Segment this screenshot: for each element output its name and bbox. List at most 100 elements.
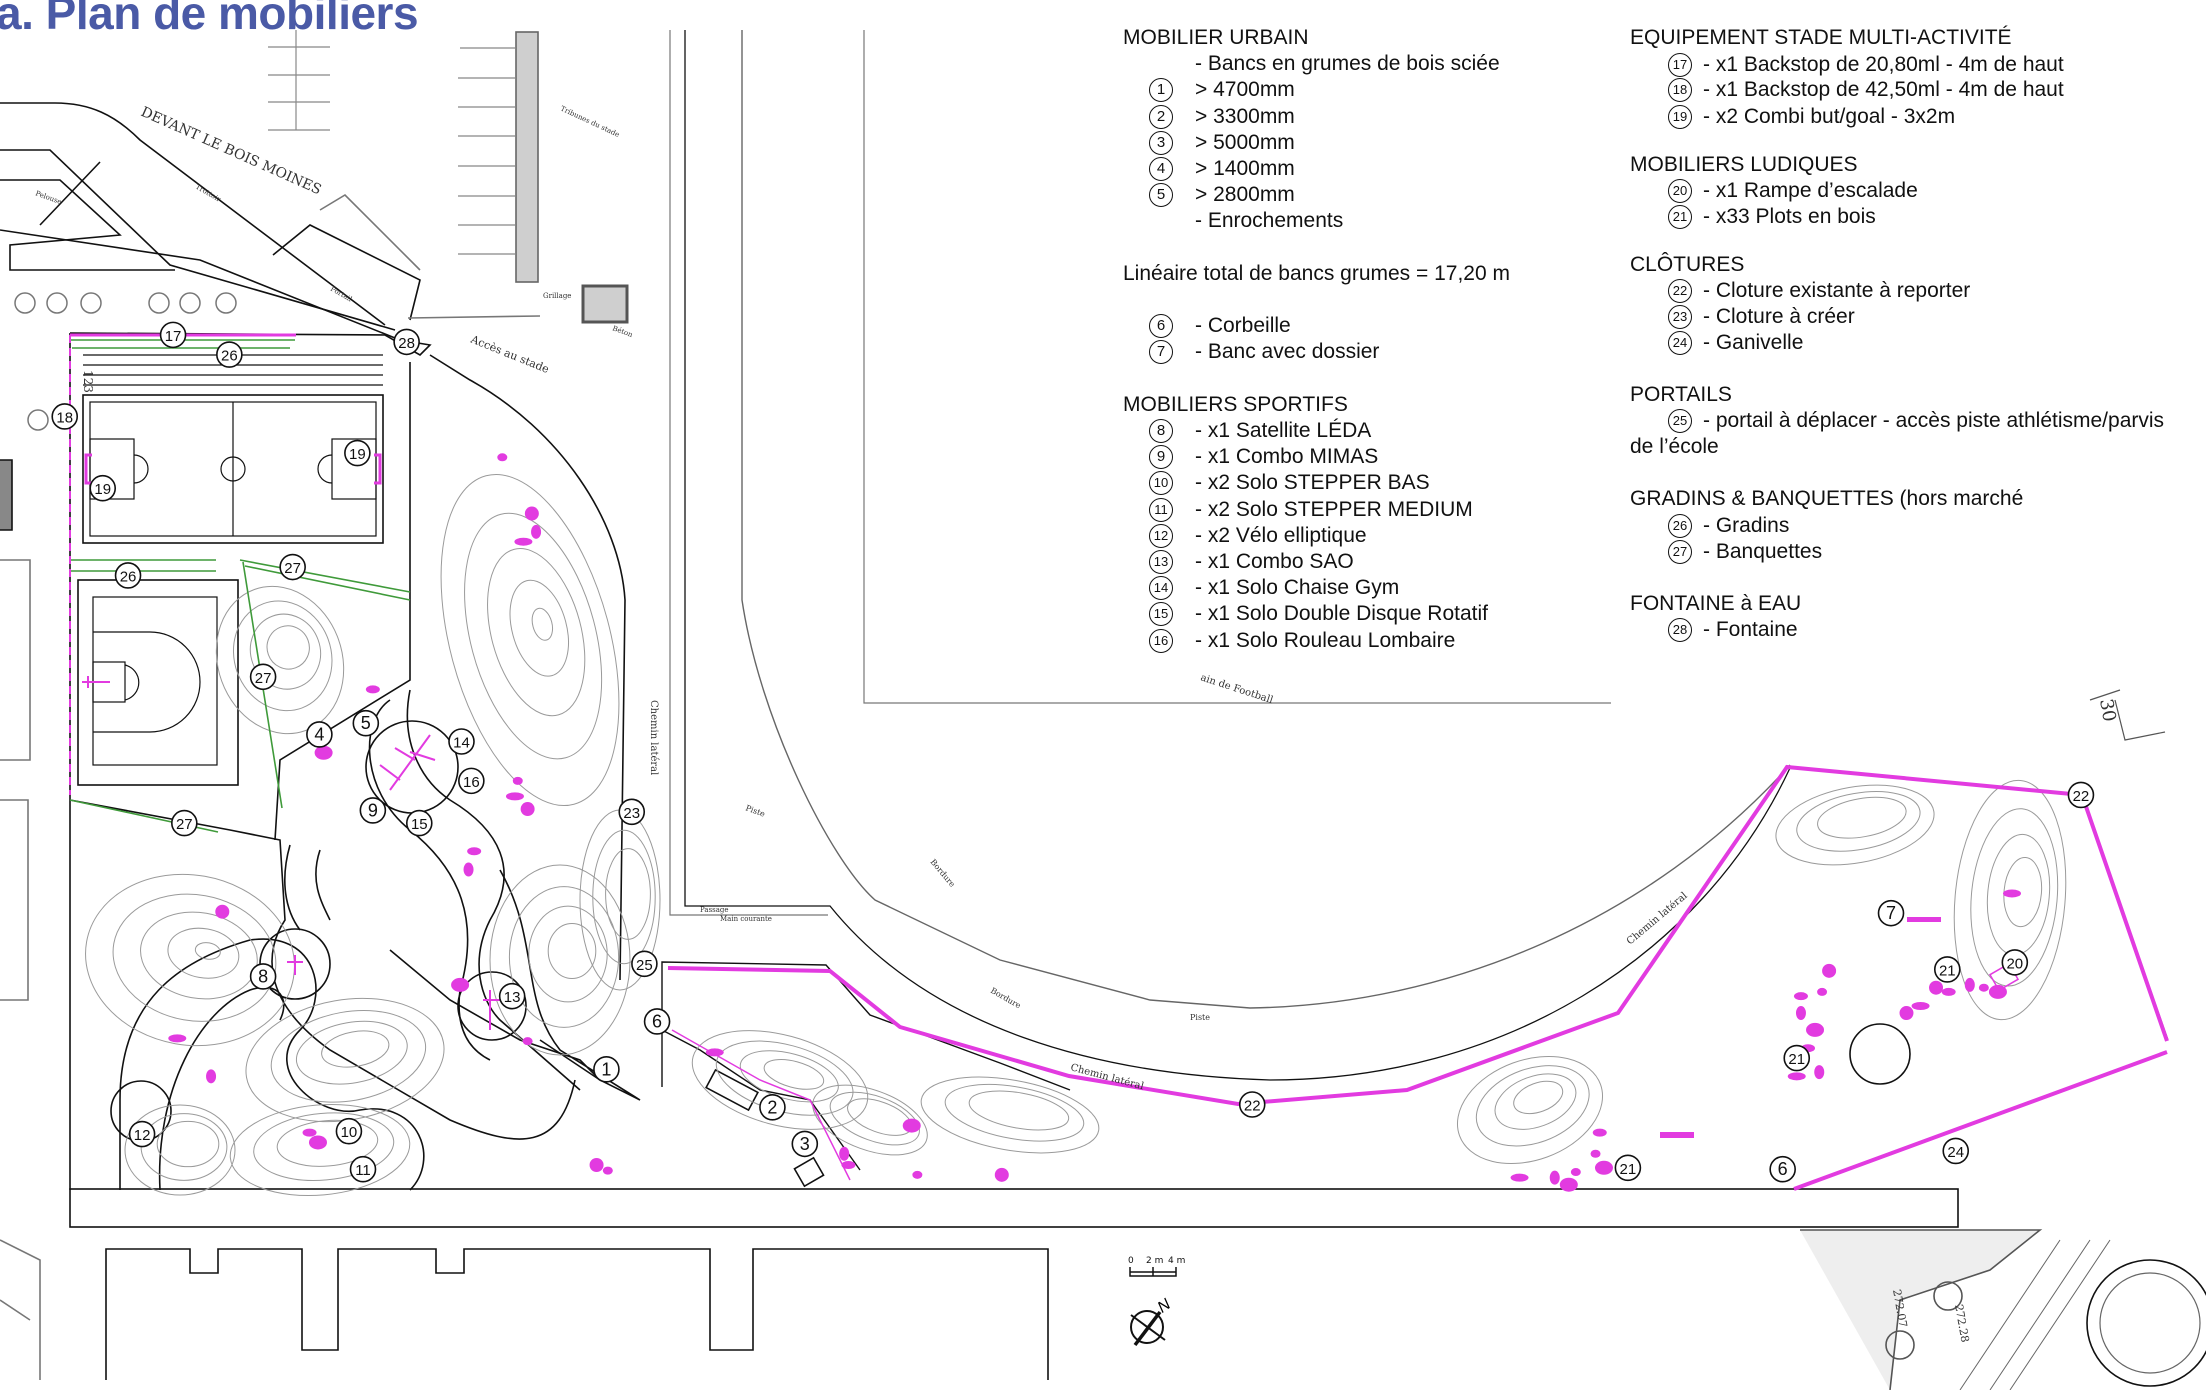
football-pitch [82, 394, 384, 544]
legend-item-text: - Cloture existante à reporter [1703, 279, 1971, 302]
plan-label-chemin1: Chemin latéral [648, 700, 659, 775]
rock-or-plot-marker [902, 1118, 921, 1133]
rock-or-plot-marker [314, 745, 333, 760]
marker-circle [631, 950, 658, 978]
tree-icon [1885, 1330, 1915, 1360]
marker-number: 26 [120, 568, 137, 585]
plan-label-portail: Portail [329, 285, 354, 304]
rock-or-plot-marker [839, 1146, 850, 1161]
contour-line [1775, 784, 1935, 866]
marker-circle [349, 1155, 377, 1183]
marker-circle [791, 1130, 819, 1158]
bottom-strip [69, 1188, 1959, 1228]
plan-marker: 20 [2001, 949, 2029, 976]
contour-line [232, 600, 333, 712]
marker-number: 18 [56, 409, 73, 426]
contour-line [1513, 1080, 1564, 1115]
track-outer-edge [684, 30, 1791, 1081]
contour-line [920, 1076, 1100, 1154]
plan-marker: 27 [279, 553, 306, 581]
legend-number-badge: 5 [1149, 183, 1173, 208]
marker-number: 20 [2006, 955, 2023, 972]
legend-item-text: - x1 Combo MIMAS [1195, 445, 1379, 469]
marker-number: 10 [341, 1124, 358, 1141]
path-edge [429, 354, 626, 981]
marker-circle [89, 474, 117, 502]
rock-or-plot-marker [1570, 1168, 1581, 1177]
rock-or-plot-marker [1806, 1022, 1825, 1037]
page-title: a. Plan de mobiliers [0, 0, 419, 39]
marker-number: 22 [1244, 1097, 1261, 1114]
legend-item-text: - x1 Solo Rouleau Lombaire [1195, 628, 1456, 652]
legend-number-badge: 6 [1149, 314, 1173, 339]
contour-line [2003, 856, 2043, 928]
plan-marker: 9 [359, 797, 387, 824]
legend-item-text: - x1 Backstop de 42,50ml - 4m de haut [1703, 78, 2064, 101]
plan-marker: 8 [249, 963, 277, 990]
marker-circle [306, 721, 333, 748]
rock-or-plot-marker [308, 1135, 327, 1150]
legend-number-badge: 21 [1668, 205, 1692, 229]
plan-marker: 16 [458, 767, 485, 795]
plan-marker: 14 [448, 728, 475, 755]
tree-row [14, 292, 237, 431]
marker-number: 11 [355, 1162, 371, 1179]
marker-circle [352, 709, 380, 737]
plan-marker: 26 [216, 341, 243, 368]
marker-number: 16 [463, 774, 480, 791]
rock-or-plot-marker [1594, 1160, 1613, 1175]
marker-number: 3 [800, 1134, 810, 1154]
legend-section-title: CLÔTURES [1630, 253, 1745, 276]
rock-or-plot-marker [215, 904, 230, 919]
legend-number-badge: 20 [1668, 179, 1692, 203]
contour-line [124, 1104, 236, 1196]
contour-line [509, 579, 569, 677]
rock-or-plot-marker [514, 537, 533, 546]
marker-number: 12 [134, 1127, 151, 1144]
stadium-stands [515, 31, 539, 283]
legend-section-title: MOBILIER URBAIN [1123, 26, 1309, 49]
marker-circle [51, 403, 79, 430]
marker-number: 5 [361, 713, 371, 733]
rock-or-plot-marker [531, 524, 542, 539]
bench-outline [705, 1068, 759, 1112]
marker-number: 22 [2073, 788, 2090, 805]
contour-line [245, 997, 445, 1123]
legend-item-text: > 4700mm [1195, 78, 1295, 102]
plan-label-grillage: Grillage [543, 292, 571, 300]
contour-line [739, 1050, 839, 1103]
contour-line [547, 923, 597, 979]
rock-or-plot-marker [1929, 980, 1944, 995]
marker-circle [2067, 781, 2095, 809]
plan-marker: 17 [159, 321, 187, 349]
contour-line [691, 1030, 869, 1130]
legend-item-text: - x2 Solo STEPPER BAS [1195, 471, 1430, 495]
marker-number: 25 [636, 957, 653, 974]
rock-or-plot-marker [994, 1167, 1009, 1182]
plan-label-track-num: 30 [2095, 697, 2120, 723]
contour-line [266, 625, 310, 670]
marker-number: 27 [176, 816, 193, 833]
marker-circle [1614, 1154, 1642, 1182]
marker-circle [2001, 949, 2029, 976]
plan-marker: 27 [171, 809, 198, 837]
plan-marker: 26 [114, 562, 142, 589]
plan-marker: 28 [393, 328, 420, 356]
rock-or-plot-marker [841, 1160, 856, 1169]
plan-label-rows: 123 [81, 370, 95, 393]
legend-number-badge: 24 [1668, 331, 1692, 355]
rock-or-plot-marker [505, 792, 524, 801]
marker-number: 19 [349, 446, 366, 463]
plan-marker: 11 [349, 1155, 377, 1183]
legend-number-badge: 12 [1149, 523, 1173, 548]
legend-item-text: - Gradins [1703, 514, 1790, 537]
plan-marker: 4 [306, 721, 333, 748]
contour-line [167, 927, 240, 979]
contour-line [592, 829, 656, 965]
marker-circle [458, 767, 485, 795]
plan-marker: 19 [89, 474, 117, 502]
scale-tick: 2 m [1146, 1256, 1163, 1266]
marker-number: 13 [504, 989, 521, 1006]
contour-line [1494, 1073, 1577, 1130]
plan-label-football: ain de Football [1199, 672, 1274, 706]
